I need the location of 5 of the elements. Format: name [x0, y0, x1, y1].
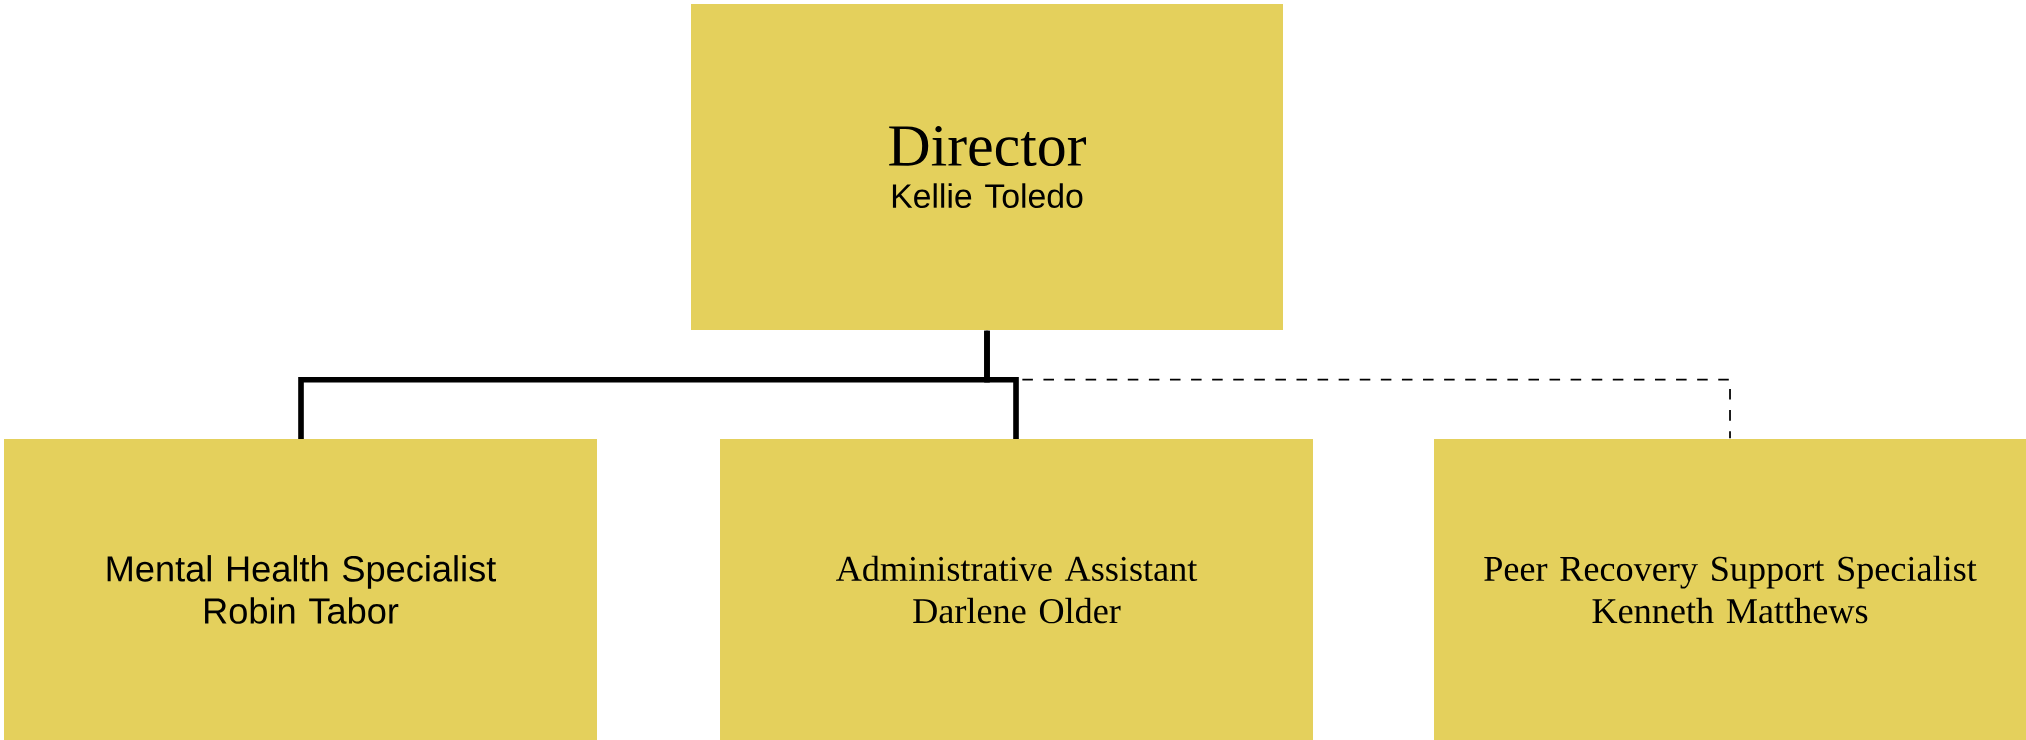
connector-line: [984, 330, 1019, 439]
role-box: Peer Recovery Support Specialist Kenneth Matthews: [1434, 439, 2026, 740]
role-box: Director Kellie Toledo: [691, 4, 1283, 330]
role-box: Administrative Assistant Darlene Older: [720, 439, 1313, 740]
role-box: Mental Health Specialist Robin Tabor: [4, 439, 597, 740]
